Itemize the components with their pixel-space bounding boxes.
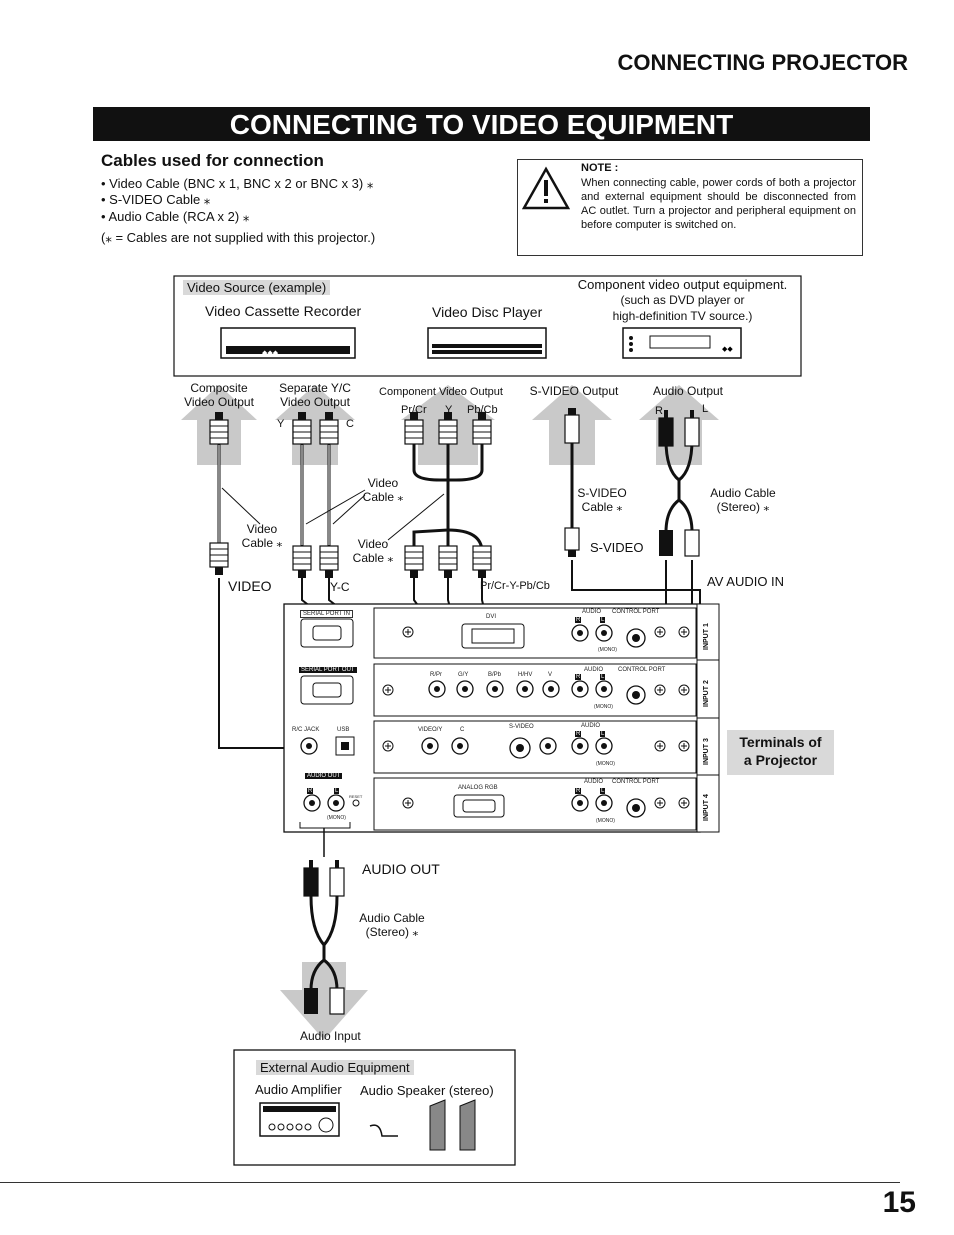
r-label: R	[575, 788, 582, 794]
r-label: R	[575, 731, 582, 737]
cable-item: • Video Cable (BNC x 1, BNC x 2 or BNC x…	[101, 176, 374, 191]
control-port-label: CONTROL PORT	[612, 609, 660, 615]
audio-cable-label: Audio Cable (Stereo) ⁎	[359, 911, 425, 939]
audio-r-label: R	[655, 405, 663, 417]
audio-cable-label: Audio Cable (Stereo) ⁎	[710, 486, 776, 514]
svideo-label: S-VIDEO	[509, 724, 534, 730]
video-source-label: Video Source (example)	[183, 280, 331, 295]
audio-label: AUDIO	[584, 779, 604, 785]
dvi-label: DVI	[486, 614, 497, 620]
svideo-output-label: S-VIDEO Output	[529, 384, 619, 398]
note-box: NOTE : When connecting cable, power cord…	[517, 159, 863, 256]
control-port-label: CONTROL PORT	[612, 779, 660, 785]
serial-port-in-label: SERIAL PORT IN	[300, 610, 353, 618]
component-equipment-label: Component video output equipment.	[577, 277, 788, 292]
y-comp-label: Y	[445, 404, 453, 416]
cable-footnote: (⁎ = Cables are not supplied with this p…	[101, 230, 376, 245]
terminals-label: Terminals of a Projector	[727, 730, 834, 775]
usb-label: USB	[337, 727, 350, 733]
serial-port-out-label: SERIAL PORT OUT	[299, 667, 357, 673]
audio-input-label: Audio Input	[300, 1029, 361, 1043]
rc-jack-label: R/C JACK	[292, 727, 320, 733]
y-label: Y	[277, 418, 285, 430]
cable-item: • Audio Cable (RCA x 2) ⁎	[101, 209, 250, 224]
mono-label: (MONO)	[596, 761, 615, 767]
svideo-cable-label: S-VIDEO Cable ⁎	[577, 486, 627, 514]
page-number: 15	[882, 1186, 916, 1219]
section-title: CONNECTING PROJECTOR	[617, 50, 908, 75]
cables-heading: Cables used for connection	[101, 151, 324, 170]
c-label: C	[346, 418, 354, 430]
vdp-label: Video Disc Player	[432, 304, 543, 320]
r-label: R	[575, 617, 582, 623]
input-4-label: INPUT 4	[703, 794, 710, 821]
audio-label: AUDIO	[584, 667, 604, 673]
mono-label: (MONO)	[594, 704, 613, 710]
video-cable-label: Video Cable ⁎	[241, 522, 283, 550]
audio-l-label: L	[702, 403, 709, 415]
video-cable-label: Video Cable ⁎	[352, 537, 394, 565]
svg-text:◆◆: ◆◆	[722, 346, 733, 353]
vcr-label: Video Cassette Recorder	[205, 303, 362, 319]
audio-output-label: Audio Output	[652, 384, 724, 398]
warning-icon	[522, 166, 570, 210]
analog-rgb-label: ANALOG RGB	[458, 785, 498, 791]
l-label: L	[600, 788, 606, 794]
component-output-label: Component Video Output	[379, 386, 503, 398]
control-port-label: CONTROL PORT	[618, 667, 666, 673]
l-label: L	[600, 731, 606, 737]
hhv-label: H/HV	[518, 672, 533, 678]
mono-label: (MONO)	[598, 647, 617, 653]
yc-input-label: Y-C	[330, 580, 350, 594]
footer-divider	[0, 1182, 900, 1183]
audio-amplifier-label: Audio Amplifier	[255, 1082, 342, 1097]
audio-label: AUDIO	[582, 609, 602, 615]
input-2-label: INPUT 2	[703, 680, 710, 707]
c-label: C	[460, 727, 465, 733]
component-equipment-sub2: high-definition TV source.)	[612, 309, 753, 323]
l-label: L	[600, 617, 606, 623]
composite-output-label: Composite Video Output	[184, 381, 254, 409]
gy-label: G/Y	[458, 672, 469, 678]
external-audio-label: External Audio Equipment	[256, 1060, 414, 1075]
reset-label: RESET	[349, 794, 363, 799]
mono-label: (MONO)	[596, 818, 615, 824]
svg-text:◆◆◆: ◆◆◆	[262, 350, 279, 357]
av-audio-in-label: AV AUDIO IN	[707, 574, 785, 589]
terminals-text: Terminals of a Projector	[739, 734, 822, 768]
bpb-label: B/Pb	[488, 672, 502, 678]
video-cable-label: Video Cable ⁎	[362, 476, 404, 504]
l-label: L	[600, 674, 606, 680]
separate-yc-output-label: Separate Y/C Video Output	[279, 381, 351, 409]
video-y-label: VIDEO/Y	[418, 727, 443, 733]
panel-l-label: L	[334, 788, 340, 794]
input-3-label: INPUT 3	[703, 738, 710, 765]
pb-cb-label: Pb/Cb	[467, 404, 498, 416]
note-heading: NOTE :	[581, 162, 619, 174]
panel-r-label: R	[307, 788, 314, 794]
video-input-label: VIDEO	[228, 578, 272, 594]
v-label: V	[548, 672, 553, 678]
audio-label: AUDIO	[581, 723, 601, 729]
svideo-input-label: S-VIDEO	[590, 540, 644, 555]
mono-label: (MONO)	[327, 815, 346, 821]
audio-speaker-label: Audio Speaker (stereo)	[360, 1083, 494, 1098]
rpr-label: R/Pr	[430, 672, 442, 678]
pr-cr-label: Pr/Cr	[401, 404, 427, 416]
component-equipment-sub1: (such as DVD player or	[620, 293, 745, 307]
r-label: R	[575, 674, 582, 680]
audio-out-label: AUDIO OUT	[362, 861, 440, 877]
note-text: When connecting cable, power cords of bo…	[581, 177, 856, 231]
component-input-label: Pr/Cr-Y-Pb/Cb	[480, 580, 550, 592]
page-title: CONNECTING TO VIDEO EQUIPMENT	[93, 107, 870, 141]
input-1-label: INPUT 1	[703, 623, 710, 650]
cable-item: • S-VIDEO Cable ⁎	[101, 192, 211, 207]
audio-out-panel-label: AUDIO OUT	[305, 773, 343, 779]
